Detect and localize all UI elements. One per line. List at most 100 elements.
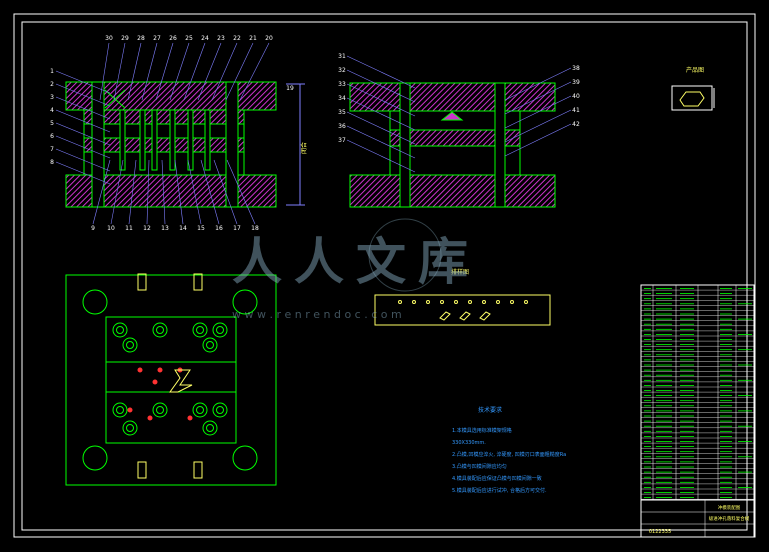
front-left-number-2: 2	[50, 81, 54, 88]
plan-screw-hole-7	[152, 402, 168, 418]
product-frame	[671, 85, 713, 111]
front-bottom-leader-17	[213, 159, 238, 225]
product-outline	[679, 91, 705, 107]
plan-screw-hole-2	[192, 322, 208, 338]
side-right-leader-42	[504, 123, 572, 157]
title-block-drawing-no: 0122335	[649, 529, 671, 535]
front-top-leader-26	[155, 42, 174, 101]
notes-line-1: 330X330mm.	[452, 440, 486, 446]
plan-screw-hole-8	[192, 402, 208, 418]
side-hatch-bottom-plate	[349, 174, 556, 208]
notes-line-4: 4.模具装配后应保证凸模与凹模间隙一致	[452, 475, 542, 482]
front-left-number-1: 1	[50, 68, 54, 75]
plan-screw-core-0	[116, 326, 124, 334]
front-punch-4	[187, 109, 194, 171]
strip-part-0	[439, 311, 451, 321]
side-guide-pillar-1	[494, 82, 506, 208]
side-guide-pillar-0	[399, 82, 411, 208]
side-left-number-33: 33	[338, 81, 346, 88]
front-top-leader-22	[211, 42, 238, 101]
plan-screw-hole-5	[202, 337, 218, 353]
strip-pilot-2	[426, 300, 430, 304]
front-punch-3	[169, 109, 176, 171]
front-top-leader-28	[127, 42, 142, 101]
side-left-leader-35	[346, 111, 416, 145]
plan-die-plate	[105, 316, 237, 444]
side-right-leader-41	[504, 109, 572, 143]
plan-bolt-2	[137, 461, 147, 479]
plan-screw-core-8	[196, 406, 204, 414]
plan-guide-hole-3	[232, 445, 258, 471]
front-plate-punch-holder	[83, 109, 245, 125]
notes-line-0: 1.本模具选用标准模架规格	[452, 427, 512, 434]
front-plate-support	[83, 151, 245, 176]
strip-part-2	[479, 311, 491, 321]
side-left-number-34: 34	[338, 95, 346, 102]
front-guide-pillar-0	[91, 81, 105, 208]
front-bottom-leader-13	[161, 159, 166, 225]
plan-screw-hole-4	[122, 337, 138, 353]
side-right-number-40: 40	[572, 93, 580, 100]
front-top-leader-21	[225, 42, 254, 101]
front-bottom-number-16: 16	[215, 225, 223, 232]
strip-part-1	[459, 311, 471, 321]
plan-screw-hole-9	[212, 402, 228, 418]
notes-line-3: 3.凸模与凹模间隙应均匀	[452, 463, 507, 470]
front-bottom-number-11: 11	[125, 225, 133, 232]
side-left-leader-32	[346, 69, 416, 103]
front-top-number-28: 28	[137, 35, 145, 42]
front-left-leader-1	[55, 70, 111, 94]
front-left-number-7: 7	[50, 146, 54, 153]
strip-pilot-1	[412, 300, 416, 304]
plan-screw-core-9	[216, 406, 224, 414]
product-title: 产品图	[686, 66, 704, 74]
plan-screw-core-5	[206, 341, 214, 349]
front-bottom-leader-9	[92, 159, 111, 225]
plan-screw-hole-10	[122, 420, 138, 436]
parts-table	[640, 284, 755, 501]
plan-pin-hole-1	[157, 367, 163, 373]
side-left-number-32: 32	[338, 67, 346, 74]
front-punch-0	[119, 109, 126, 171]
notes-line-5: 5.模具装配后应进行试冲, 合格后方可交付.	[452, 487, 547, 494]
side-left-number-31: 31	[338, 53, 346, 60]
outer-border	[13, 13, 756, 538]
front-top-number-24: 24	[201, 35, 209, 42]
front-bottom-number-15: 15	[197, 225, 205, 232]
front-top-leader-25	[169, 42, 190, 101]
side-left-leader-36	[346, 125, 416, 159]
front-bottom-leader-18	[226, 159, 256, 225]
watermark-text: 人人文库	[232, 233, 480, 291]
plan-pin-hole-6	[187, 415, 193, 421]
plan-screw-hole-0	[112, 322, 128, 338]
front-punch-1	[139, 109, 146, 171]
front-punch-5	[204, 109, 211, 171]
front-top-number-22: 22	[233, 35, 241, 42]
front-left-leader-4	[55, 109, 111, 133]
front-dimension-label: 闭合	[300, 142, 308, 154]
front-top-number-21: 21	[249, 35, 257, 42]
side-left-number-36: 36	[338, 123, 346, 130]
plan-screw-core-7	[156, 406, 164, 414]
front-top-leader-23	[197, 42, 222, 101]
inner-border	[21, 21, 748, 531]
side-right-leader-38	[504, 67, 572, 101]
plan-screw-hole-6	[112, 402, 128, 418]
plan-bolt-1	[193, 273, 203, 291]
notes-title: 技术要求	[478, 406, 502, 414]
title-block	[640, 499, 755, 538]
strip-outline	[374, 294, 551, 326]
side-right-number-41: 41	[572, 107, 580, 114]
front-left-leader-7	[55, 148, 111, 172]
watermark-url: w w w . r e n r e n d o c . c o m	[232, 308, 402, 321]
front-top-leader-24	[183, 42, 206, 101]
front-top-leader-30	[99, 42, 110, 101]
plan-screw-core-6	[116, 406, 124, 414]
plan-pin-hole-4	[127, 407, 133, 413]
plan-pin-hole-3	[152, 379, 158, 385]
front-bottom-leader-16	[200, 159, 220, 225]
front-bottom-number-10: 10	[107, 225, 115, 232]
front-left-leader-5	[55, 122, 111, 146]
front-top-number-26: 26	[169, 35, 177, 42]
